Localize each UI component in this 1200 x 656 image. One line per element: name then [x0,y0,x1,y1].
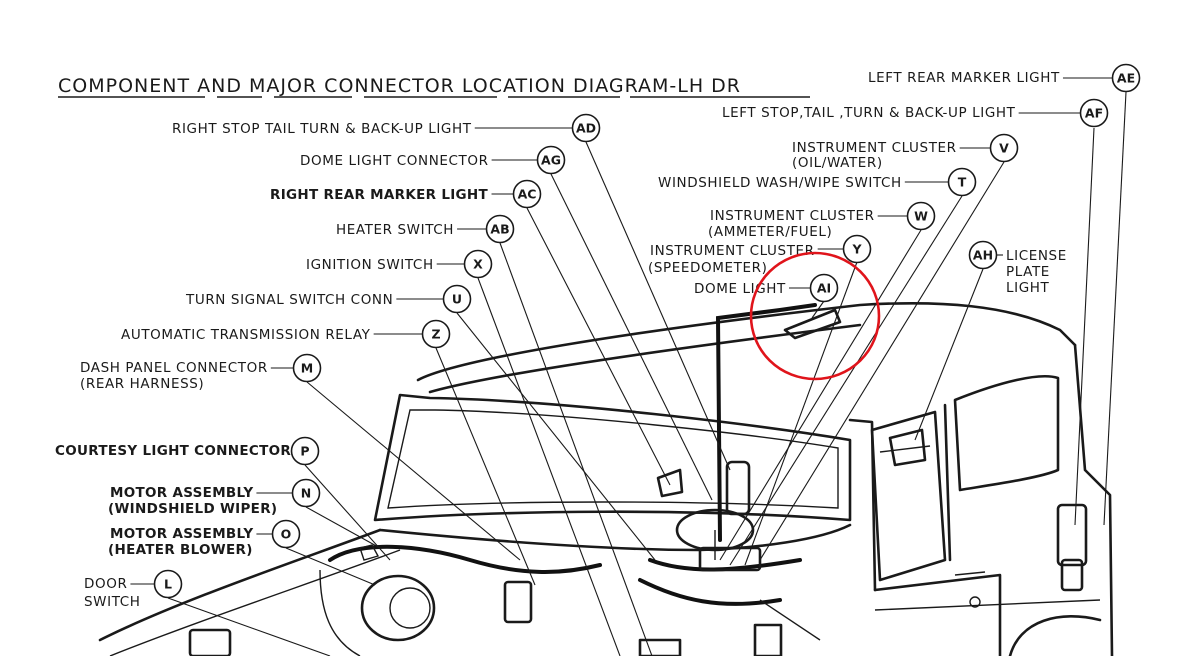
callout-label: LEFT REAR MARKER LIGHT [868,70,1060,86]
callout-bubble [1111,63,1141,93]
callout-bubble [442,284,472,314]
callout-label: DASH PANEL CONNECTOR [80,360,268,376]
callout-id: Y [851,242,862,257]
callout-o: MOTOR ASSEMBLY(HEATER BLOWER) O [108,519,301,558]
callout-label: (AMMETER/FUEL) [708,224,832,240]
callout-bubble [485,214,515,244]
callout-bubble [291,478,321,508]
callout-id: N [301,486,311,501]
callout-bubble [153,569,183,599]
callout-label: INSTRUMENT CLUSTER [650,243,815,259]
callout-id: AB [490,222,509,237]
callout-label: TURN SIGNAL SWITCH CONN [185,292,393,308]
callout-label: RIGHT REAR MARKER LIGHT [270,187,489,203]
callout-id: AD [576,121,596,136]
callout-w: INSTRUMENT CLUSTER(AMMETER/FUEL) W [708,201,936,240]
callout-bubble [536,145,566,175]
callout-y: INSTRUMENT CLUSTER(SPEEDOMETER) Y [648,234,872,276]
callout-l: DOOR SWITCH L [84,569,183,610]
callout-id: AI [817,281,831,296]
diagram-title: COMPONENT AND MAJOR CONNECTOR LOCATION D… [58,75,741,97]
callout-label: LICENSE [1006,248,1067,264]
callout-n: MOTOR ASSEMBLY(WINDSHIELD WIPER) N [108,478,321,517]
callout-id: U [452,292,462,307]
callout-label: DOME LIGHT [694,281,786,297]
callout-id: AH [973,248,993,263]
callout-ag: DOME LIGHT CONNECTOR AG [300,145,566,175]
callout-id: V [999,141,1009,156]
callout-id: M [301,361,313,376]
callout-u: TURN SIGNAL SWITCH CONN U [185,284,472,314]
callout-id: AC [518,187,537,202]
callout-bubble [968,240,998,270]
callout-group: LEFT REAR MARKER LIGHT AE LEFT STOP,TAIL ,… [55,63,1141,610]
callout-label: HEATER SWITCH [336,222,454,238]
callout-label: COURTESY LIGHT CONNECTOR [55,443,291,459]
callout-ad: RIGHT STOP TAIL TURN & BACK-UP LIGHT AD [172,113,601,143]
callout-id: AF [1085,106,1103,121]
callout-label: RIGHT STOP TAIL TURN & BACK-UP LIGHT [172,121,472,137]
callout-af: LEFT STOP,TAIL ,TURN & BACK-UP LIGHT AF [722,98,1109,128]
callout-label: DOOR [84,576,127,592]
callout-label: MOTOR ASSEMBLY [110,485,253,501]
callout-id: P [300,444,309,459]
callout-t: WINDSHIELD WASH/WIPE SWITCH T [658,167,977,197]
callout-id: L [164,577,172,592]
callout-id: Z [431,327,440,342]
callout-bubble [421,319,451,349]
callout-label: (WINDSHIELD WIPER) [108,501,277,517]
callout-label: (REAR HARNESS) [80,376,204,392]
callout-ae: LEFT REAR MARKER LIGHT AE [868,63,1141,93]
callout-label: (HEATER BLOWER) [108,542,253,558]
callout-label: (SPEEDOMETER) [648,260,767,276]
leader-lines [167,91,1127,656]
callout-bubble [947,167,977,197]
callout-label: DOME LIGHT CONNECTOR [300,153,489,169]
callout-bubble [842,234,872,264]
callout-label: PLATE [1006,264,1050,280]
callout-label: AUTOMATIC TRANSMISSION RELAY [121,327,371,343]
callout-z: AUTOMATIC TRANSMISSION RELAY Z [121,319,451,349]
callout-x: IGNITION SWITCH X [306,249,493,279]
callout-id: AE [1117,71,1135,86]
callout-ai: DOME LIGHT AI [694,273,839,303]
callout-label: SWITCH [84,594,141,610]
callout-bubble [809,273,839,303]
callout-bubble [290,436,320,466]
callout-id: AG [541,153,561,168]
highlight-circle [749,251,881,381]
callout-m: DASH PANEL CONNECTOR(REAR HARNESS) M [80,353,322,392]
callout-v: INSTRUMENT CLUSTER(OIL/WATER) V [792,133,1019,171]
callout-id: T [958,175,967,190]
callout-label: MOTOR ASSEMBLY [110,526,253,542]
callout-id: W [914,209,928,224]
callout-bubble [271,519,301,549]
callout-label: IGNITION SWITCH [306,257,434,273]
callout-bubble [989,133,1019,163]
callout-id: O [281,527,292,542]
callout-p: COURTESY LIGHT CONNECTOR P [55,436,320,466]
callout-label: WINDSHIELD WASH/WIPE SWITCH [658,175,902,191]
callout-label: LEFT STOP,TAIL ,TURN & BACK-UP LIGHT [722,105,1016,121]
callout-label: INSTRUMENT CLUSTER [710,208,875,224]
callout-bubble [906,201,936,231]
callout-label: LIGHT [1006,280,1050,296]
callout-ab: HEATER SWITCH AB [336,214,515,244]
callout-label: (OIL/WATER) [792,155,883,171]
callout-bubble [1079,98,1109,128]
callout-id: X [473,257,483,272]
callout-bubble [571,113,601,143]
callout-bubble [463,249,493,279]
callout-label: INSTRUMENT CLUSTER [792,140,957,156]
vehicle-illustration [98,301,1114,656]
callout-bubble [512,179,542,209]
callout-ac: RIGHT REAR MARKER LIGHT AC [270,179,542,209]
callout-bubble [292,353,322,383]
